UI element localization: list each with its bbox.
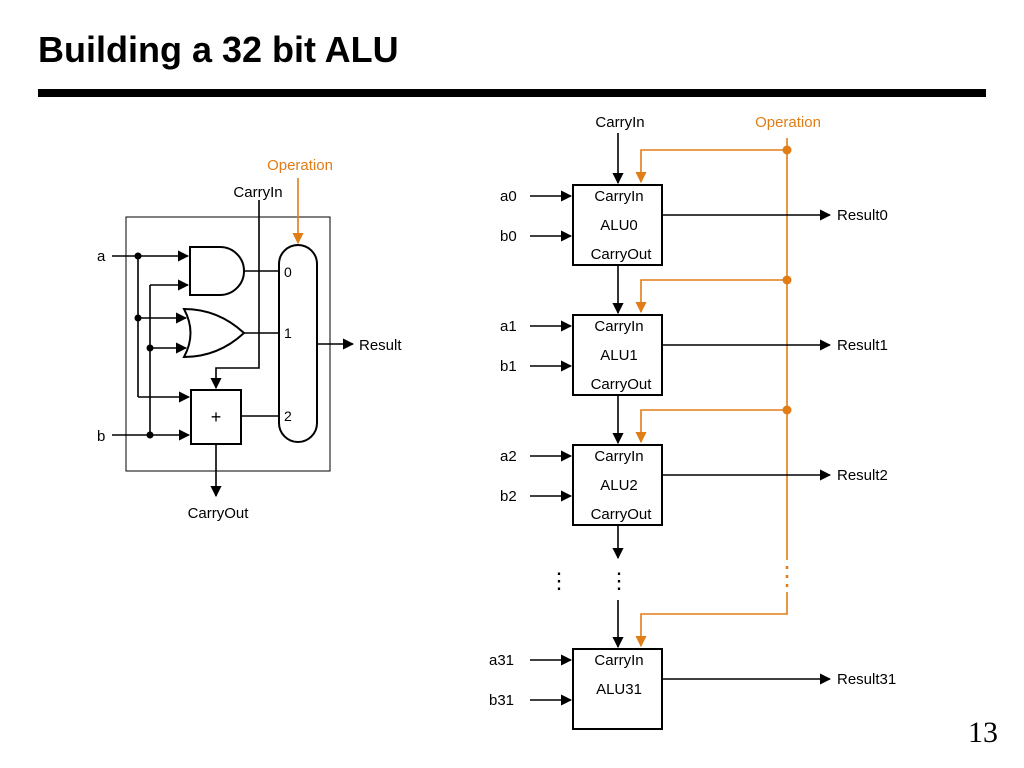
stage1-carryin: CarryIn [594,318,643,335]
stage31-a: a31 [489,652,514,669]
adder-symbol: + [211,407,222,427]
one-bit-alu-labels: Operation CarryIn a b 0 1 2 + Result Car… [97,157,402,522]
mux-input-0: 0 [284,264,292,280]
stage2-carryout: CarryOut [591,506,653,523]
stage0-name: ALU0 [600,217,638,234]
result-label: Result [359,337,402,354]
input-a-label: a [97,248,106,265]
stage0-carryout: CarryOut [591,246,653,263]
stage1-b: b1 [500,358,517,375]
stage0-a: a0 [500,188,517,205]
stage0-b: b0 [500,228,517,245]
stage31-name: ALU31 [596,681,642,698]
input-b-label: b [97,428,105,445]
mux-input-1: 1 [284,325,292,341]
stage1-result: Result1 [837,337,888,354]
ellipsis-carry: ⋮ [608,568,630,593]
ripple-alu [530,133,832,730]
or-gate [182,307,246,359]
stage2-name: ALU2 [600,477,638,494]
title-rule [38,89,986,97]
alu31-box [572,648,663,730]
and-gate [189,246,245,296]
stage1-name: ALU1 [600,347,638,364]
slide-title: Building a 32 bit ALU [38,29,399,70]
mux-input-2: 2 [284,408,292,424]
stage2-result: Result2 [837,467,888,484]
stage1-carryout: CarryOut [591,376,653,393]
ripple-alu-labels: CarryIn Operation a0 b0 CarryIn ALU0 Car… [489,114,896,709]
operation-label: Operation [267,157,333,174]
stage1-a: a1 [500,318,517,335]
stage2-a: a2 [500,448,517,465]
page-number: 13 [968,716,998,749]
carryout-label: CarryOut [188,505,250,522]
stage2-b: b2 [500,488,517,505]
ellipsis-inputs: ⋮ [548,568,570,593]
stage0-carryin: CarryIn [594,188,643,205]
stage2-carryin: CarryIn [594,448,643,465]
stage31-carryin: CarryIn [594,652,643,669]
stage31-result: Result31 [837,671,896,688]
stage0-result: Result0 [837,207,888,224]
top-operation-label: Operation [755,114,821,131]
top-carryin-label: CarryIn [595,114,644,131]
stage31-b: b31 [489,692,514,709]
one-bit-alu [112,178,355,498]
carryin-label: CarryIn [233,184,282,201]
